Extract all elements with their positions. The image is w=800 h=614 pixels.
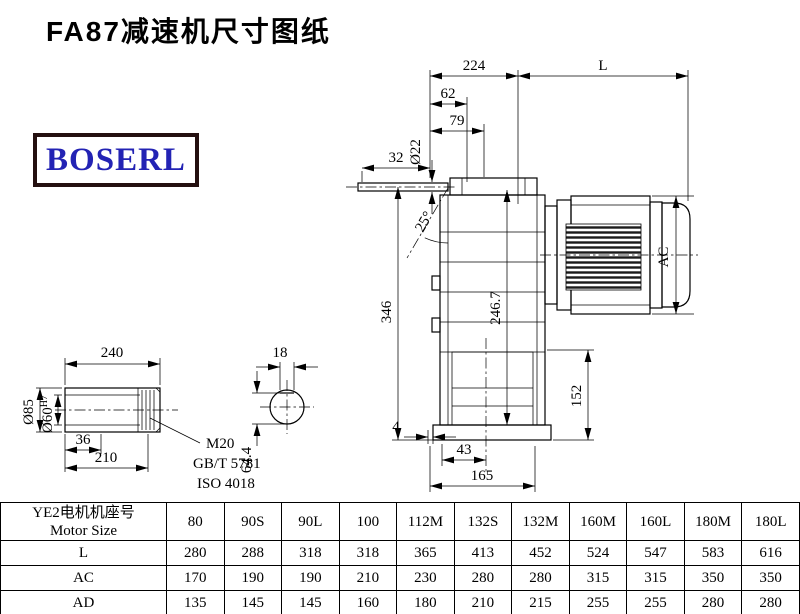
table-cell: 315: [568, 565, 628, 591]
table-cell: 190: [281, 565, 340, 591]
column-header: 132M: [511, 502, 570, 541]
column-header: 90L: [281, 502, 340, 541]
boserl-logo: BOSERL: [33, 133, 199, 187]
table-cell: 583: [683, 540, 743, 566]
row-label: AC: [0, 565, 167, 591]
note-m20: M20: [206, 436, 234, 452]
dim-dia85: Ø85: [21, 399, 37, 425]
table-cell: 170: [166, 565, 225, 591]
dim-32: 32: [389, 150, 404, 166]
table-cell: 365: [396, 540, 455, 566]
dim-346: 346: [379, 300, 395, 323]
column-header: 180L: [741, 502, 800, 541]
table-cell: 318: [281, 540, 340, 566]
dim-18: 18: [273, 345, 288, 361]
note-iso-4018: ISO 4018: [197, 476, 255, 492]
table-cell: 288: [223, 540, 283, 566]
table-cell: 280: [166, 540, 225, 566]
motor-size-header-cn: YE2电机机座号: [32, 504, 135, 521]
table-cell: 315: [626, 565, 685, 591]
note-gbt-5781: GB/T 5781: [193, 456, 261, 472]
column-header: 112M: [396, 502, 455, 541]
table-cell: 160: [338, 590, 398, 614]
dim-62: 62: [441, 86, 456, 102]
motor-size-header: YE2电机机座号 Motor Size: [0, 502, 167, 541]
table-cell: 547: [626, 540, 685, 566]
gearbox-housing: [431, 177, 552, 472]
dim-152: 152: [569, 385, 585, 408]
row-label: AD: [0, 590, 167, 614]
table-cell: 452: [511, 540, 570, 566]
column-header: 160M: [568, 502, 628, 541]
motor-size-header-en: Motor Size: [49, 522, 118, 539]
table-cell: 350: [683, 565, 743, 591]
dim-64-4: 64.4: [239, 446, 255, 473]
boserl-logo-text: BOSERL: [46, 141, 186, 178]
table-cell: 145: [281, 590, 340, 614]
table-cell: 255: [568, 590, 628, 614]
dim-dia22: Ø22: [408, 139, 424, 165]
dimension-labels: 224 L 62 79 32 Ø22 25° 346 246.7 AC 152 …: [21, 58, 672, 492]
table-cell: 145: [223, 590, 283, 614]
table-cell: 280: [453, 565, 513, 591]
dim-4: 4: [392, 419, 400, 435]
dim-246-7: 246.7: [488, 291, 504, 325]
dimension-lines: [36, 70, 694, 492]
dim-165: 165: [471, 468, 494, 484]
table-cell: 255: [626, 590, 685, 614]
table-cell: 210: [338, 565, 398, 591]
dim-36: 36: [76, 432, 92, 448]
output-shaft-detail: [55, 387, 201, 444]
column-header: 180M: [683, 502, 743, 541]
table-row-AD: AD 135 145 145 160 180 210 215 255 255 2…: [0, 590, 800, 614]
motor-size-table: YE2电机机座号 Motor Size 80 90S 90L 100 112M …: [0, 502, 800, 614]
table-cell: 413: [453, 540, 513, 566]
dim-dia60: Ø60: [40, 407, 56, 433]
table-cell: 215: [511, 590, 570, 614]
dim-240: 240: [101, 345, 124, 361]
dim-43: 43: [457, 442, 472, 458]
column-header: 90S: [223, 502, 283, 541]
table-cell: 210: [453, 590, 513, 614]
dim-210: 210: [95, 450, 118, 466]
table-cell: 350: [741, 565, 800, 591]
column-header: 100: [338, 502, 398, 541]
table-cell: 524: [568, 540, 628, 566]
table-cell: 135: [166, 590, 225, 614]
table-cell: 280: [511, 565, 570, 591]
table-cell: 280: [683, 590, 743, 614]
dim-79: 79: [450, 113, 465, 129]
column-header: 160L: [626, 502, 685, 541]
shaft-section-view: [260, 380, 314, 434]
table-cell: 318: [338, 540, 398, 566]
dim-AC: AC: [656, 247, 672, 268]
motor: [540, 195, 698, 315]
column-header: 80: [166, 502, 225, 541]
column-header: 132S: [453, 502, 513, 541]
dim-dia60h7: Ø60H7: [39, 395, 56, 433]
page-title: FA87减速机尺寸图纸: [46, 16, 331, 47]
table-cell: 616: [741, 540, 800, 566]
table-cell: 280: [741, 590, 800, 614]
table-cell: 190: [223, 565, 283, 591]
row-label: L: [0, 540, 167, 566]
dimension-drawing: 224 L 62 79 32 Ø22 25° 346 246.7 AC 152 …: [21, 58, 698, 492]
table-header-row: YE2电机机座号 Motor Size 80 90S 90L 100 112M …: [0, 502, 800, 541]
motor-cooling-fins: [565, 223, 642, 291]
dim-224: 224: [463, 58, 486, 74]
table-row-AC: AC 170 190 190 210 230 280 280 315 315 3…: [0, 565, 800, 591]
dim-L: L: [598, 58, 607, 74]
table-cell: 230: [396, 565, 455, 591]
table-row-L: L 280 288 318 318 365 413 452 524 547 58…: [0, 540, 800, 566]
dim-dia60-tolerance: H7: [39, 395, 50, 407]
table-cell: 180: [396, 590, 455, 614]
